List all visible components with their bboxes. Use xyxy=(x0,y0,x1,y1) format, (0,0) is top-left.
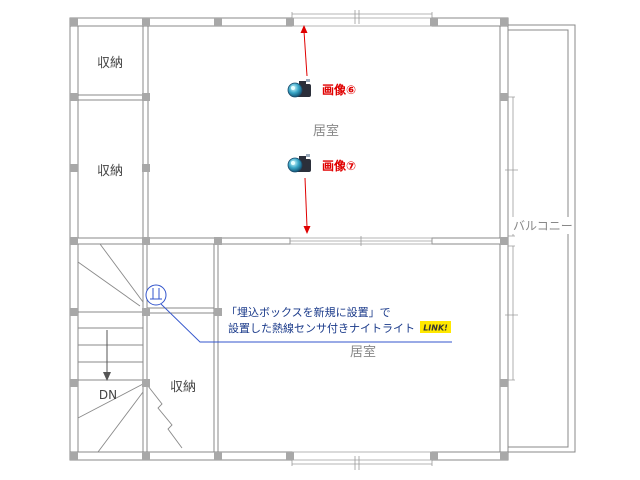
structural-column xyxy=(142,164,150,172)
structural-column xyxy=(430,452,438,460)
balcony-railing-inner xyxy=(508,29,569,448)
structural-columns xyxy=(70,18,508,460)
balcony-railing-outer xyxy=(507,24,576,453)
north-wall-right xyxy=(431,17,509,27)
structural-column xyxy=(142,452,150,460)
closet-label-upper-1: 収納 xyxy=(97,56,123,71)
room-label-lower: 居室 xyxy=(350,344,376,360)
structural-column xyxy=(70,237,78,245)
camera-lens-highlight[interactable] xyxy=(291,161,295,165)
camera-lens-highlight[interactable] xyxy=(291,86,295,90)
structural-column xyxy=(500,93,508,101)
structural-column xyxy=(500,452,508,460)
camera-top[interactable] xyxy=(299,156,306,160)
structural-column xyxy=(142,93,150,101)
structural-column xyxy=(142,18,150,26)
camera-lens[interactable] xyxy=(287,82,303,98)
structural-column xyxy=(214,308,222,316)
structural-column xyxy=(70,93,78,101)
camera-flash[interactable] xyxy=(306,154,310,157)
sensor-symbol-mark xyxy=(150,288,162,300)
structural-column xyxy=(500,379,508,387)
structural-column xyxy=(142,379,150,387)
structural-column xyxy=(214,18,222,26)
structural-column xyxy=(70,164,78,172)
annotation-line-1: 「埋込ボックスを新規に設置」で xyxy=(226,305,391,319)
structural-column xyxy=(500,237,508,245)
structural-column xyxy=(500,18,508,26)
stair-break-line xyxy=(147,385,183,449)
closet-divider-wall xyxy=(77,94,144,101)
link-badge-label[interactable]: LINK! xyxy=(423,324,448,333)
south-wall-left xyxy=(69,451,293,461)
structural-column xyxy=(142,237,150,245)
middle-wall-left xyxy=(69,237,291,245)
photo-7-arrow-head xyxy=(303,226,311,234)
balcony-label: バルコニー xyxy=(513,219,573,233)
photo-7-direction-arrow xyxy=(304,177,308,228)
staircase: DN xyxy=(77,243,183,453)
camera-icon[interactable] xyxy=(287,154,311,173)
structural-column xyxy=(70,308,78,316)
structural-column xyxy=(286,18,294,26)
link-badge-background[interactable] xyxy=(420,321,451,333)
sensor-symbol-circle xyxy=(145,284,167,306)
structural-column xyxy=(142,308,150,316)
stair-wall xyxy=(142,243,148,453)
north-wall-left xyxy=(69,17,293,27)
structural-column xyxy=(70,452,78,460)
annotation-leader-line xyxy=(160,303,452,343)
south-wall-right xyxy=(431,451,509,461)
night-light-sensor-icon xyxy=(145,284,167,306)
south-window xyxy=(291,451,433,470)
structural-column xyxy=(286,452,294,460)
structural-column xyxy=(70,379,78,387)
stair-treads xyxy=(77,243,144,453)
photo-link-7[interactable]: 画像⑦ xyxy=(322,158,356,173)
camera-lens[interactable] xyxy=(287,157,303,173)
camera-flash[interactable] xyxy=(306,79,310,82)
north-window xyxy=(291,10,433,27)
link-badge[interactable]: LINK! xyxy=(420,321,451,333)
photo-link-6[interactable]: 画像⑥ xyxy=(322,82,356,97)
structural-column xyxy=(430,18,438,26)
camera-top[interactable] xyxy=(299,81,306,85)
camera-icon[interactable] xyxy=(287,79,311,98)
hall-closet-wall xyxy=(146,307,216,314)
structural-column xyxy=(214,452,222,460)
middle-sliding-door xyxy=(289,236,433,246)
annotation-line-2: 設置した熱線センサ付きナイトライト xyxy=(228,321,415,335)
stair-arrow-head xyxy=(103,372,111,381)
closet-label-upper-2: 収納 xyxy=(97,164,123,179)
balcony-label-background xyxy=(511,217,573,234)
middle-wall-right xyxy=(431,237,509,245)
balcony xyxy=(507,24,576,453)
east-windows xyxy=(505,96,518,381)
closet-label-lower: 収納 xyxy=(170,380,196,395)
photo-6-direction-arrow xyxy=(303,30,308,77)
room-label-upper: 居室 xyxy=(313,123,339,139)
photo-6-arrow-head xyxy=(300,25,308,33)
closet-east-wall xyxy=(213,243,219,453)
closet-partition-wall xyxy=(142,25,149,239)
structural-column xyxy=(70,18,78,26)
stair-direction-label: DN xyxy=(99,388,117,402)
structural-column xyxy=(214,237,222,245)
